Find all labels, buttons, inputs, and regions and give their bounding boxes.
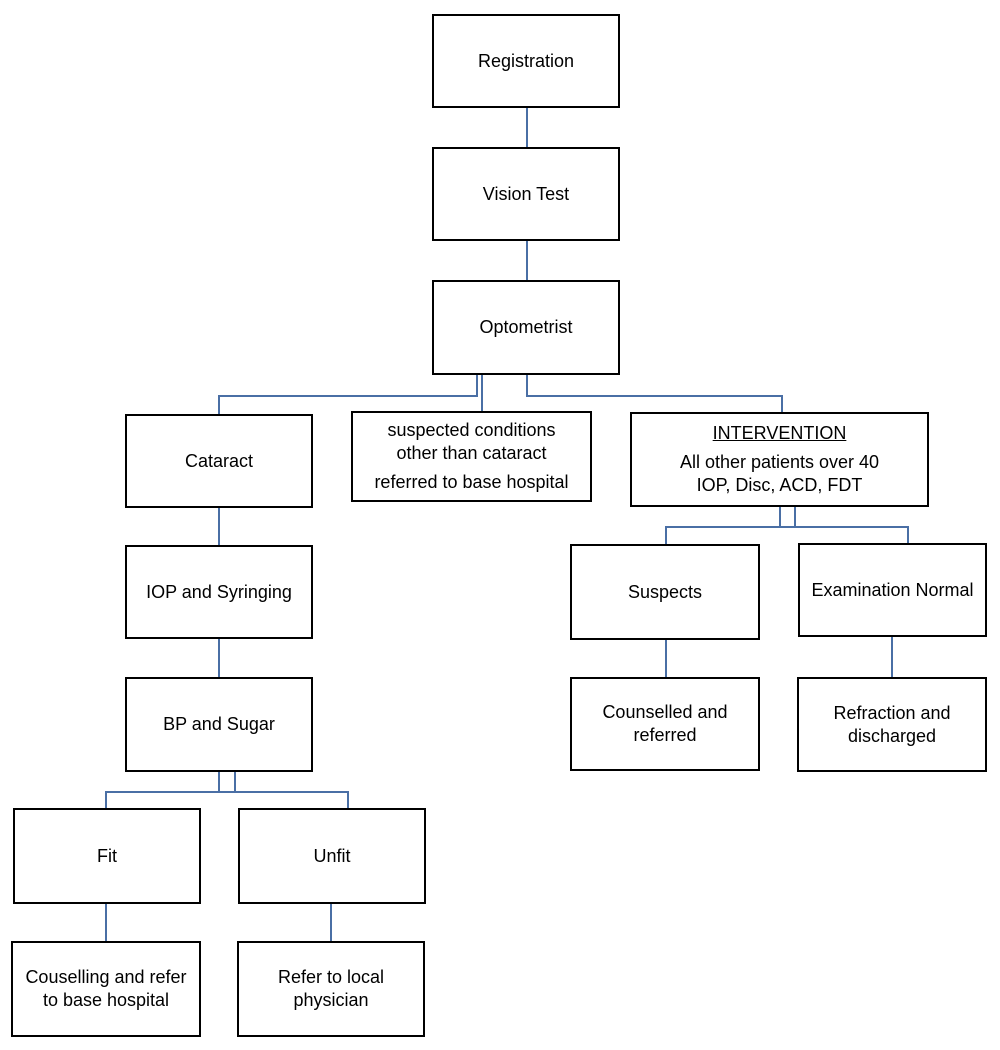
refraction-box: Refraction and discharged bbox=[797, 677, 987, 772]
couselling-line-2: to base hospital bbox=[42, 990, 170, 1010]
bp-sugar-box: BP and Sugar bbox=[125, 677, 313, 772]
suspected-line-3: referred to base hospital bbox=[374, 472, 569, 492]
fit-box: Fit bbox=[13, 808, 201, 904]
connector-optometrist-cataract bbox=[218, 374, 478, 415]
iop-syringing-box: IOP and Syringing bbox=[125, 545, 313, 639]
couselling-line-1: Couselling and refer bbox=[25, 967, 187, 987]
connector-intervention-children bbox=[665, 526, 909, 544]
couselling-box: Couselling and refer to base hospital bbox=[11, 941, 201, 1037]
refer-physician-line-2: physician bbox=[293, 990, 369, 1010]
bp-sugar-label: BP and Sugar bbox=[163, 714, 275, 734]
intervention-line-1: All other patients over 40 bbox=[679, 452, 880, 472]
unfit-label: Unfit bbox=[313, 845, 351, 866]
examination-normal-label: Examination Normal bbox=[811, 579, 974, 600]
refraction-line-2: discharged bbox=[847, 725, 937, 746]
counselled-box: Counselled and referred bbox=[570, 677, 760, 771]
counselled-line-2: referred bbox=[633, 725, 697, 745]
vision-test-box: Vision Test bbox=[432, 147, 620, 241]
vision-test-label: Vision Test bbox=[482, 183, 570, 204]
suspects-box: Suspects bbox=[570, 544, 760, 640]
refer-physician-box: Refer to local physician bbox=[237, 941, 425, 1037]
registration-box: Registration bbox=[432, 14, 620, 108]
suspected-conditions-box: suspected conditions other than cataract… bbox=[351, 411, 592, 502]
examination-normal-box: Examination Normal bbox=[798, 543, 987, 637]
intervention-line-2: IOP, Disc, ACD, FDT bbox=[696, 475, 863, 495]
cataract-box: Cataract bbox=[125, 414, 313, 508]
counselled-line-1: Counselled and bbox=[602, 702, 728, 722]
registration-label: Registration bbox=[477, 50, 575, 71]
intervention-box: INTERVENTION All other patients over 40 … bbox=[630, 412, 929, 507]
iop-syringing-label: IOP and Syringing bbox=[146, 581, 292, 602]
optometrist-label: Optometrist bbox=[479, 317, 573, 337]
optometrist-box: Optometrist bbox=[432, 280, 620, 375]
intervention-heading: INTERVENTION bbox=[712, 423, 847, 443]
suspects-label: Suspects bbox=[627, 581, 703, 602]
fit-label: Fit bbox=[97, 845, 117, 866]
connector-optometrist-intervention bbox=[526, 374, 783, 412]
refer-physician-line-1: Refer to local bbox=[277, 967, 385, 987]
cataract-label: Cataract bbox=[184, 450, 254, 471]
unfit-box: Unfit bbox=[238, 808, 426, 904]
refraction-line-1: Refraction and bbox=[833, 702, 951, 723]
suspected-line-2: other than cataract bbox=[396, 443, 547, 463]
connector-bp-fit bbox=[105, 791, 349, 808]
suspected-line-1: suspected conditions bbox=[387, 420, 556, 440]
